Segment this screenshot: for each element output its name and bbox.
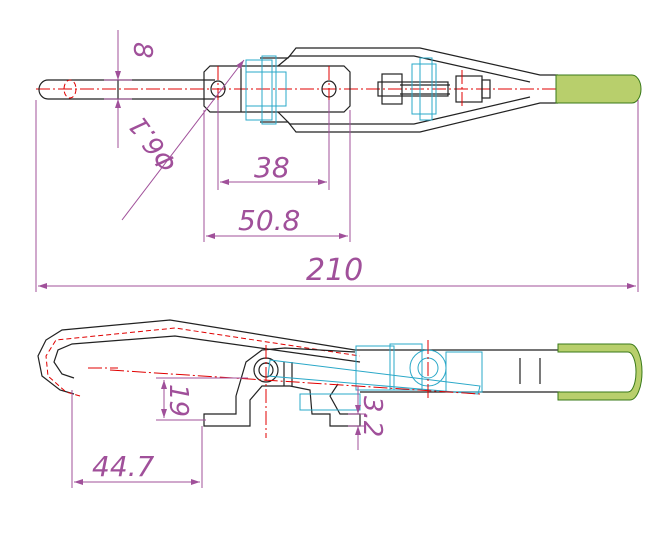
top-view: 8 Φ6.1 38 50.8 210 — [35, 30, 642, 292]
side-view: 19 3.2 44.7 — [37, 319, 643, 488]
dim-overall-length: 210 — [35, 100, 639, 292]
top-handle — [260, 47, 558, 133]
side-hook-handle — [37, 319, 361, 397]
dim-label-hook-offset: 44.7 — [92, 450, 155, 483]
dim-base-thickness: 3.2 — [348, 386, 387, 450]
dim-hook-offset: 44.7 — [71, 390, 203, 488]
side-phantom-parts — [267, 340, 483, 411]
dim-hole-spacing: 38 — [217, 100, 330, 190]
top-grip — [555, 74, 642, 104]
dim-hole-diameter: Φ6.1 — [121, 59, 245, 221]
dim-base-length: 50.8 — [203, 110, 351, 242]
dim-label-base-thickness: 3.2 — [357, 396, 387, 437]
top-latch-bolt — [377, 70, 491, 108]
dim-top-pin-diameter: 8 — [104, 30, 157, 148]
top-base-plate — [203, 65, 351, 113]
dim-label-base-length: 50.8 — [238, 204, 300, 237]
side-grip — [557, 343, 643, 401]
dim-label-side-height: 19 — [163, 384, 193, 417]
dim-label-overall-length: 210 — [306, 253, 363, 288]
dim-side-height: 19 — [156, 377, 248, 421]
top-phantom-parts — [245, 55, 437, 125]
dim-label-hole-spacing: 38 — [254, 151, 290, 184]
dim-label-top-pin: 8 — [127, 42, 157, 59]
dim-label-hole-diameter: Φ6.1 — [123, 110, 184, 178]
